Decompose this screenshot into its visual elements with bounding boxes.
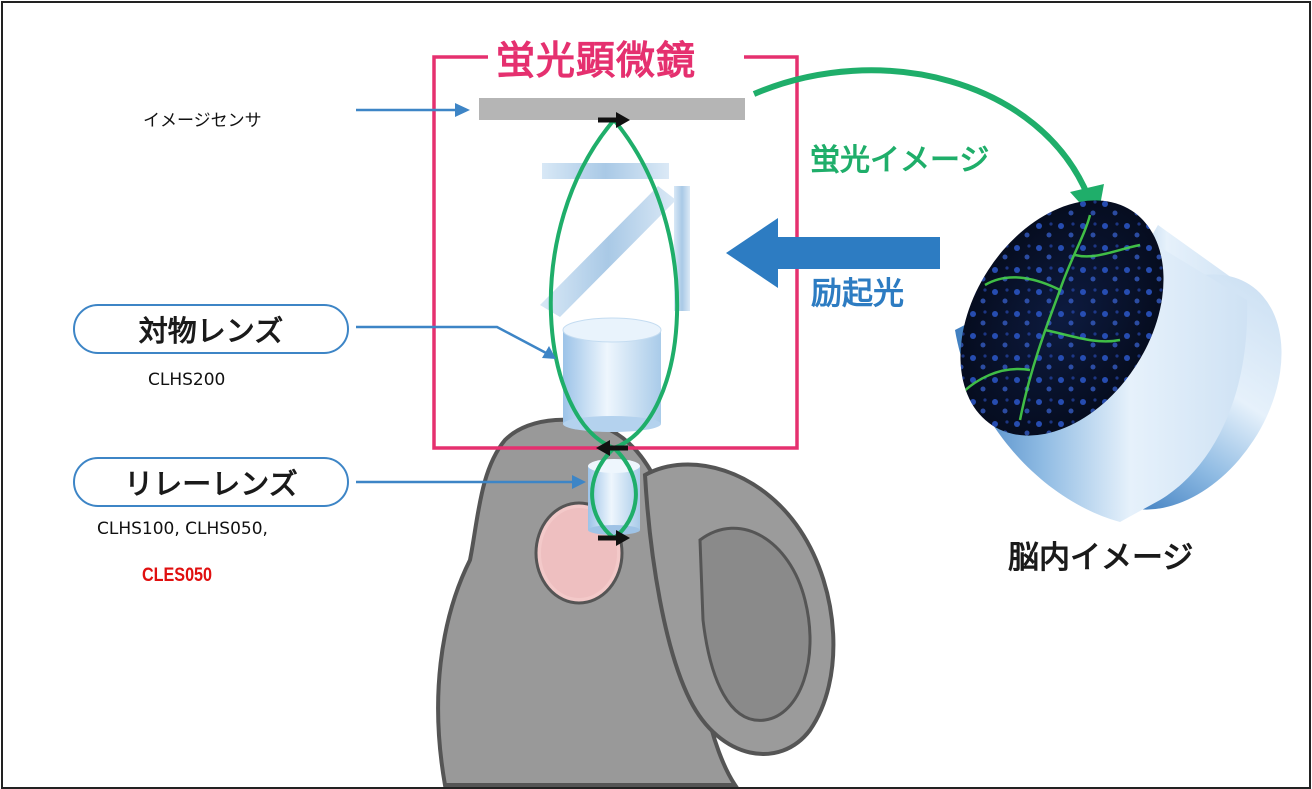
image-sensor-bar <box>479 98 745 120</box>
relay-pointer-arrow <box>356 475 586 489</box>
filter-optics <box>540 163 690 317</box>
objective-lens-cylinder <box>562 317 662 432</box>
excitation-arrow <box>726 218 940 288</box>
path-direction-arrows <box>596 112 630 546</box>
image-sensor-label: イメージセンサ <box>143 111 262 131</box>
relay-lens-label: リレーレンズ <box>73 457 349 507</box>
objective-lens-model: CLHS200 <box>148 370 226 390</box>
relay-lens-models: CLHS100, CLHS050, <box>97 519 268 539</box>
relay-lens-model-highlight: CLES050 <box>142 565 213 586</box>
fluorescence-image-label: 蛍光イメージ <box>810 143 990 178</box>
light-path <box>548 118 680 540</box>
objective-pointer-arrow <box>356 325 556 359</box>
microscope-title: 蛍光顕微鏡 <box>488 30 705 86</box>
brain-image-label: 脳内イメージ <box>1008 540 1194 576</box>
sensor-pointer-arrow <box>356 103 470 117</box>
objective-lens-label: 対物レンズ <box>73 304 349 354</box>
excitation-light-label: 励起光 <box>811 276 904 312</box>
brain-image-cylinder <box>918 162 1282 522</box>
